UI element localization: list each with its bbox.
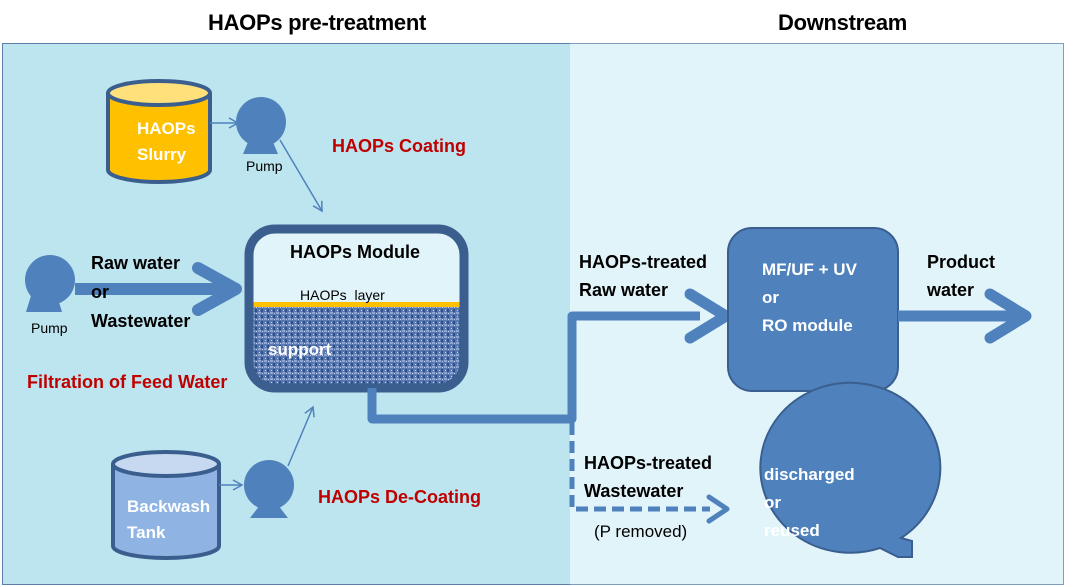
haops-module <box>244 224 469 393</box>
product-arrowhead <box>984 288 1032 344</box>
outcome-line2: or <box>764 493 781 512</box>
backwash-tank-line2: Tank <box>127 523 166 542</box>
pretreatment-section-title: HAOPs pre-treatment <box>208 10 427 35</box>
backwash-tank-icon <box>111 450 221 560</box>
backwash-tank-label: Backwash Tank <box>127 494 210 546</box>
support-label: support <box>268 340 332 359</box>
treated-waste-line2: Wastewater <box>584 481 684 501</box>
backwash-tank-line1: Backwash <box>127 497 211 516</box>
product-line2: water <box>927 280 975 300</box>
haops-module-title: HAOPs Module <box>290 242 421 262</box>
feed-water-label: Raw water or Wastewater <box>91 249 190 336</box>
p-removed-note: (P removed) <box>594 522 688 541</box>
downstream-section-title: Downstream <box>778 10 908 35</box>
wastewater-arrowhead <box>706 494 730 524</box>
feed-line2: or <box>91 282 109 302</box>
slurry-tank-icon <box>106 79 212 184</box>
treated-waste-line1: HAOPs-treated <box>584 453 713 473</box>
outcome-line1: discharged <box>764 465 855 484</box>
decoating-label: HAOPs De-Coating <box>318 487 482 507</box>
slurry-tank-label-line1: HAOPs <box>137 119 196 138</box>
outcome-label: discharged or reused <box>764 461 855 545</box>
feed-line1: Raw water <box>91 253 181 273</box>
treated-raw-line2: Raw water <box>579 280 669 300</box>
downstream-module-line1: MF/UF + UV <box>762 260 857 279</box>
slurry-tank-label-line2: Slurry <box>137 145 187 164</box>
filtration-label: Filtration of Feed Water <box>27 372 228 392</box>
treated-raw-line1: HAOPs-treated <box>579 252 708 272</box>
coating-pump-icon <box>236 97 286 154</box>
support-layer <box>249 306 464 388</box>
treated-wastewater-label: HAOPs-treated Wastewater <box>584 449 712 505</box>
coating-pump-to-module-arrow <box>279 139 323 213</box>
module-outlet-pipe <box>367 311 700 424</box>
wastewater-dashed-pipe <box>569 423 710 512</box>
treated-raw-arrowhead <box>684 288 732 344</box>
outcome-line3: reused <box>764 521 820 540</box>
downstream-module-line3: RO module <box>762 316 853 335</box>
coating-pump-label: Pump <box>246 158 283 174</box>
decoating-pump-to-module-arrow <box>287 405 315 467</box>
downstream-module-label: MF/UF + UV or RO module <box>762 256 857 340</box>
coating-label: HAOPs Coating <box>332 136 467 156</box>
feed-pump-icon <box>25 255 75 312</box>
feed-inlet-arrow <box>75 262 242 316</box>
product-line1: Product <box>927 252 996 272</box>
treated-raw-label: HAOPs-treated Raw water <box>579 248 707 304</box>
haops-layer-label: HAOPs layer <box>300 287 385 303</box>
decoating-pump-icon <box>244 460 294 518</box>
outcome-bubble <box>759 381 942 558</box>
slurry-tank-label: HAOPs Slurry <box>137 116 196 168</box>
downstream-module-line2: or <box>762 288 779 307</box>
feed-pump-label: Pump <box>31 320 68 336</box>
product-water-label: Product water <box>927 248 995 304</box>
feed-line3: Wastewater <box>91 311 191 331</box>
haops-layer <box>249 302 464 307</box>
